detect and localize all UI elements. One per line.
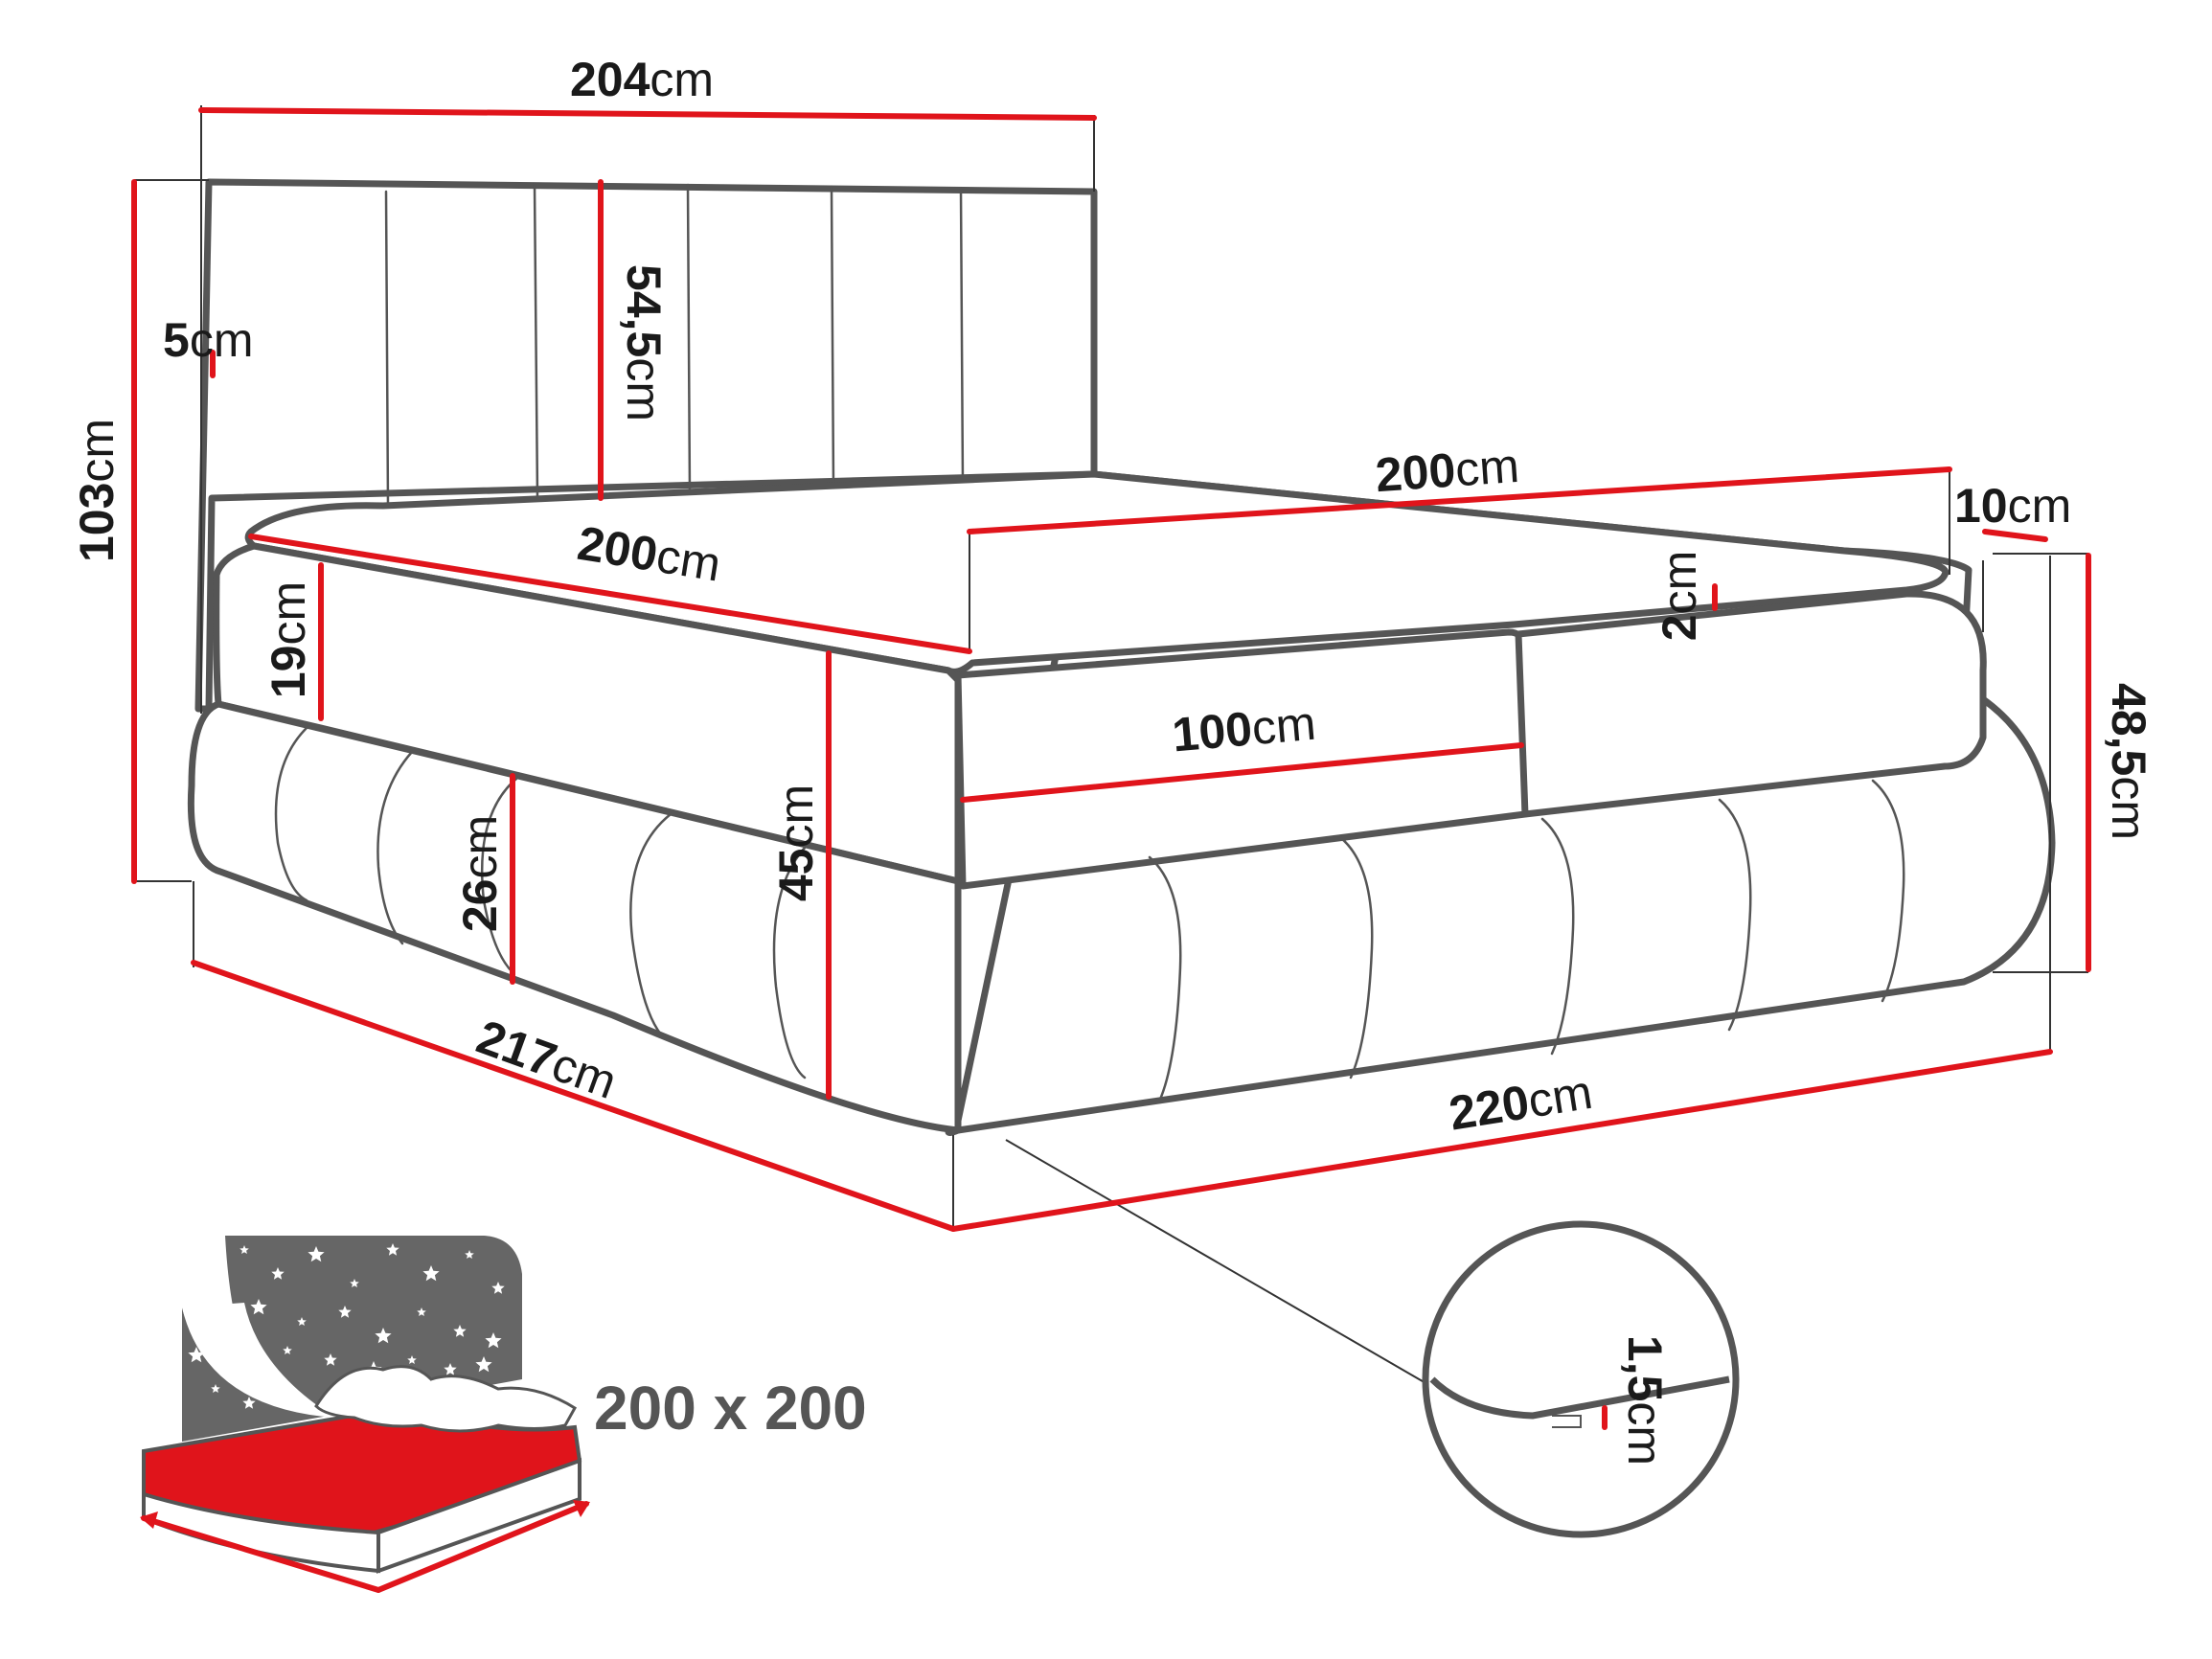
label-mattress-half: 100cm	[1170, 696, 1317, 762]
star-icon	[308, 1246, 325, 1262]
label-headboard-width: 204cm	[570, 53, 714, 106]
star-icon	[283, 1346, 292, 1354]
star-icon	[188, 1347, 205, 1363]
star-icon	[375, 1328, 392, 1344]
foot-detail-zoom: 1,5cm	[1422, 1220, 1740, 1538]
icon-arrowhead-left	[140, 1511, 158, 1529]
label-base-height: 26cm	[453, 815, 507, 932]
star-icon	[491, 1282, 505, 1294]
dim-line-topper-length	[967, 466, 1952, 534]
dimension-lines	[131, 107, 2091, 1232]
moon-curve	[182, 1303, 335, 1418]
mattress-right-end	[1515, 590, 1987, 818]
dim-line-headboard-width	[198, 107, 1097, 121]
zoom-leader	[1005, 1139, 1428, 1385]
icon-arrow-width	[141, 1515, 381, 1593]
star-icon	[465, 1250, 474, 1259]
star-icon	[324, 1353, 337, 1366]
icon-arrowhead-right	[573, 1500, 590, 1517]
starry-night-mattress-icon	[140, 1236, 590, 1593]
dim-line-mattress-half	[960, 742, 1524, 803]
star-icon	[250, 1299, 267, 1315]
zoom-foot	[1552, 1415, 1582, 1428]
zoom-circle	[1422, 1220, 1740, 1538]
sleeping-area-label: 200 x 200	[594, 1374, 867, 1443]
icon-pillows	[314, 1365, 578, 1433]
label-side-height: 48,5cm	[2102, 683, 2155, 840]
star-icon	[475, 1356, 492, 1373]
label-mattress-base-height: 45cm	[769, 784, 823, 901]
label-bed-length: 217cm	[470, 1010, 624, 1109]
star-icon	[242, 1397, 256, 1409]
label-topper-gap: 2cm	[1653, 551, 1706, 641]
icon-arrow-length	[376, 1501, 589, 1593]
base-side-cushions	[1148, 779, 1905, 1103]
star-icon	[417, 1307, 426, 1316]
label-mattress-height: 19cm	[262, 581, 315, 698]
headboard-channels	[384, 182, 965, 510]
label-foot-height: 1,5cm	[1618, 1335, 1672, 1466]
star-icon	[239, 1245, 249, 1254]
label-headboard-visible: 54,5cm	[617, 264, 671, 421]
star-icon	[211, 1384, 220, 1393]
label-bed-width: 220cm	[1446, 1065, 1596, 1141]
bed-drawing	[187, 178, 2056, 1385]
star-icon	[453, 1325, 467, 1337]
label-panel-thickness: 5cm	[163, 313, 253, 367]
dim-line-topper-thickness	[1982, 529, 2048, 542]
dim-line-bed-length	[191, 960, 956, 1232]
label-topper-width: 200cm	[574, 516, 724, 592]
star-icon	[297, 1317, 307, 1326]
star-icon	[271, 1267, 285, 1280]
dim-line-bed-width	[950, 1049, 2053, 1232]
star-icon	[485, 1332, 502, 1349]
dim-line-topper-width	[248, 534, 972, 654]
star-icon	[407, 1355, 417, 1364]
icon-mattress-front	[376, 1458, 582, 1574]
star-icon	[338, 1306, 352, 1318]
label-topper-thickness: 10cm	[1954, 479, 2071, 533]
star-icon	[386, 1243, 399, 1256]
label-total-height: 103cm	[70, 419, 124, 562]
star-icon	[350, 1279, 359, 1287]
star-icon	[444, 1363, 457, 1375]
star-icon	[422, 1265, 440, 1282]
label-topper-length: 200cm	[1374, 439, 1521, 502]
zoom-base-edge	[1429, 1375, 1730, 1420]
base-front-cushions	[274, 726, 807, 1079]
